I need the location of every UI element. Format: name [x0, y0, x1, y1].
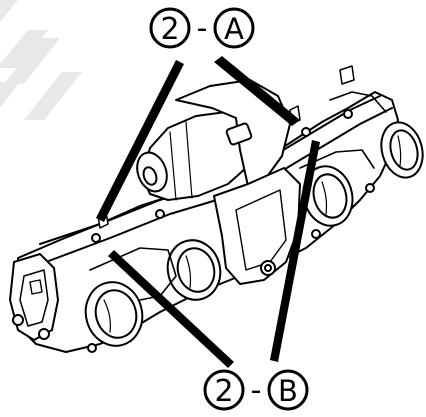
leader-a-left	[96, 60, 184, 222]
leader-b-right	[270, 140, 320, 362]
callout-letter-circle	[267, 369, 309, 411]
callout-2-b: 2 - B	[203, 369, 309, 411]
callout-number: 2	[214, 374, 233, 409]
callout-2-a: 2 - A	[149, 7, 255, 49]
callout-number: 2	[160, 12, 179, 47]
callout-separator: -	[251, 373, 262, 408]
port-4	[380, 121, 424, 179]
port-1	[84, 281, 144, 347]
leader-b-left	[108, 250, 234, 368]
callout-number-circle	[149, 7, 191, 49]
callout-letter-circle	[213, 7, 255, 49]
port-2	[166, 239, 222, 301]
leader-lines	[96, 56, 320, 368]
callout-number-circle	[203, 369, 245, 411]
watermark-stripes	[0, 0, 82, 120]
callout-letter: B	[278, 374, 298, 408]
port-3	[302, 165, 354, 227]
leader-a-right	[214, 56, 300, 126]
callout-separator: -	[197, 11, 208, 46]
manifold-body	[9, 65, 424, 353]
callout-letter: A	[224, 12, 244, 46]
